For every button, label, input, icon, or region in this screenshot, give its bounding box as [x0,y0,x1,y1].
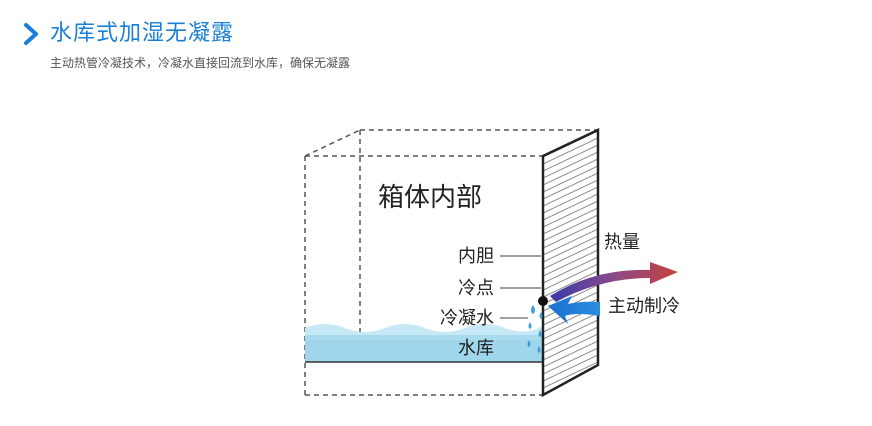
hatch-line [543,200,598,228]
droplet-icon [528,322,532,329]
hatch-line [543,270,598,298]
hatch-line [543,228,598,256]
hatch-line [543,214,598,242]
hatch-line [543,207,598,235]
hatch-line [543,221,598,249]
hatch-line [543,193,598,221]
heat-arrow [550,262,678,302]
hatch-line [543,326,598,354]
droplet-icon [539,312,543,319]
condensate-droplets [527,305,543,353]
hatch-line [543,151,598,179]
inner-liner-panel [541,128,600,398]
hatch-line [543,333,598,361]
droplet-icon [527,340,531,347]
header: 水库式加湿无凝露 主动热管冷凝技术，冷凝水直接回流到水库，确保无凝露 [22,20,350,71]
hatch-line [543,186,598,214]
leader-lines [500,255,541,319]
droplet-icon [537,346,541,353]
hatch-line [543,263,598,291]
hatch-line [543,137,598,165]
water-reservoir [305,324,598,362]
page-subtitle: 主动热管冷凝技术，冷凝水直接回流到水库，确保无凝露 [50,56,351,70]
droplet-icon [538,330,542,337]
hatch-line [543,158,598,186]
hatch-line [543,361,598,389]
hatch-line [543,172,598,200]
hatch-line [543,256,598,284]
reservoir-label: 水库 [458,338,494,359]
active-cooling-label: 主动制冷 [608,296,680,317]
hatch-line [543,165,598,193]
hatch-line [543,144,598,172]
active-cooling-arrow [548,296,600,324]
hatch-line [543,179,598,207]
hatch-line [543,319,598,347]
hatch-line [543,340,598,368]
hatch-line [543,235,598,263]
hatch-line [543,347,598,375]
condensate-label: 冷凝水 [440,308,494,329]
box-interior-label: 箱体内部 [378,183,482,213]
hatch-line [543,249,598,277]
droplet-icon [531,305,535,314]
inner-liner-label: 内胆 [458,246,494,267]
title-row: 水库式加湿无凝露 [22,20,350,48]
page-title: 水库式加湿无凝露 [50,21,235,46]
hatch-line [543,354,598,382]
hatch-line [543,312,598,340]
cold-point-dot [538,296,548,306]
cold-point-label: 冷点 [458,278,494,299]
hatch-line [543,242,598,270]
heat-label: 热量 [604,232,640,253]
chevron-right-icon [24,23,38,45]
